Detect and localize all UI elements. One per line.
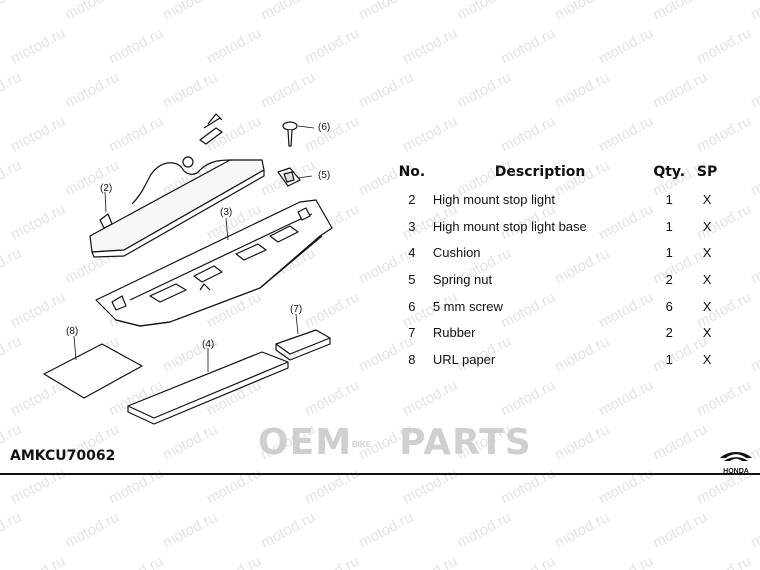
brand-watermark: OEM PARTS <box>258 422 532 463</box>
watermark-text: motod.ru <box>400 25 460 68</box>
part-6-screw <box>282 121 298 147</box>
watermark-text: motod.ru <box>400 553 460 570</box>
watermark-text: motod.ru <box>106 553 166 570</box>
parts-diagram: (2) (3) (4) (5) (6) (7) (8) <box>43 113 333 425</box>
table-header-row: No. Description Qty. SP <box>393 158 723 186</box>
callout-2: (2) <box>100 183 112 194</box>
watermark-text: motod.ru <box>748 509 760 552</box>
watermark-text: motod.ru <box>748 157 760 200</box>
watermark-text: motod.ru <box>8 553 68 570</box>
watermark-text: motod.ru <box>454 69 514 112</box>
watermark-text: motod.ru <box>302 465 362 508</box>
watermark-text: motod.ru <box>400 465 460 508</box>
watermark-text: motod.ru <box>596 113 656 156</box>
watermark-text: motod.ru <box>454 0 514 24</box>
table-row: 8 URL paper 1 X <box>408 351 712 367</box>
watermark-text: motod.ru <box>498 377 558 420</box>
part-code: AMKCU70062 <box>10 448 116 464</box>
watermark-text: motod.ru <box>400 377 460 420</box>
watermark-text: motod.ru <box>650 421 710 464</box>
watermark-text: motod.ru <box>650 69 710 112</box>
honda-wing-logo: HONDA <box>720 452 752 475</box>
brand-right: PARTS <box>399 422 532 463</box>
watermark-text: motod.ru <box>596 377 656 420</box>
callout-7: (7) <box>290 304 302 315</box>
watermark-text: motod.ru <box>8 465 68 508</box>
watermark-text: motod.ru <box>498 113 558 156</box>
table-row: 2 High mount stop light 1 X <box>408 191 712 207</box>
header-no: No. <box>398 164 426 180</box>
watermark-text: motod.ru <box>650 509 710 552</box>
part-4-cushion <box>127 351 289 425</box>
watermark-text: motod.ru <box>650 0 710 24</box>
watermark-text: motod.ru <box>596 465 656 508</box>
watermark-text: motod.ru <box>552 0 612 24</box>
watermark-text: motod.ru <box>160 509 220 552</box>
table-row: 6 5 mm screw 6 X <box>408 298 712 314</box>
watermark-text: motod.ru <box>748 0 760 24</box>
parts-table: No. Description Qty. SP 2 High mount sto… <box>393 158 723 373</box>
part-2-stop-light <box>89 113 265 258</box>
watermark-text: motod.ru <box>694 113 754 156</box>
part-3-base <box>95 199 333 327</box>
callout-8: (8) <box>66 326 78 337</box>
callout-4: (4) <box>202 339 214 350</box>
watermark-text: motod.ru <box>62 509 122 552</box>
table-row: 5 Spring nut 2 X <box>408 271 712 287</box>
watermark-text: motod.ru <box>552 509 612 552</box>
watermark-text: motod.ru <box>552 69 612 112</box>
part-7-rubber <box>275 329 331 361</box>
watermark-text: motod.ru <box>552 421 612 464</box>
table-row: 7 Rubber 2 X <box>408 325 712 341</box>
watermark-text: motod.ru <box>302 553 362 570</box>
part-8-url-paper <box>43 343 143 399</box>
footer-divider <box>0 473 760 475</box>
header-sp: SP <box>696 164 718 180</box>
callout-3: (3) <box>220 207 232 218</box>
honda-label: HONDA <box>723 468 749 475</box>
part-5-spring-nut <box>277 167 301 187</box>
watermark-text: motod.ru <box>400 113 460 156</box>
brand-left: OEM <box>258 422 353 463</box>
watermark-text: motod.ru <box>498 465 558 508</box>
watermark-text: motod.ru <box>748 69 760 112</box>
watermark-text: motod.ru <box>204 465 264 508</box>
watermark-text: motod.ru <box>258 509 318 552</box>
watermark-text: motod.ru <box>356 509 416 552</box>
watermark-text: motod.ru <box>694 377 754 420</box>
table-row: 3 High mount stop light base 1 X <box>408 218 712 234</box>
watermark-text: motod.ru <box>694 25 754 68</box>
watermark-text: motod.ru <box>498 553 558 570</box>
watermark-text: motod.ru <box>0 509 24 552</box>
watermark-text: motod.ru <box>106 465 166 508</box>
watermark-text: motod.ru <box>748 333 760 376</box>
brand-mid: BIKE <box>352 440 372 449</box>
watermark-text: motod.ru <box>694 553 754 570</box>
watermark-text: motod.ru <box>454 509 514 552</box>
header-qty: Qty. <box>653 164 686 180</box>
watermark-text: motod.ru <box>596 553 656 570</box>
header-description: Description <box>494 164 586 180</box>
watermark-text: motod.ru <box>204 553 264 570</box>
watermark-text: motod.ru <box>498 25 558 68</box>
callout-6: (6) <box>318 122 330 133</box>
watermark-text: motod.ru <box>596 25 656 68</box>
table-row: 4 Cushion 1 X <box>408 245 712 261</box>
callout-5: (5) <box>318 170 330 181</box>
watermark-text: motod.ru <box>748 245 760 288</box>
